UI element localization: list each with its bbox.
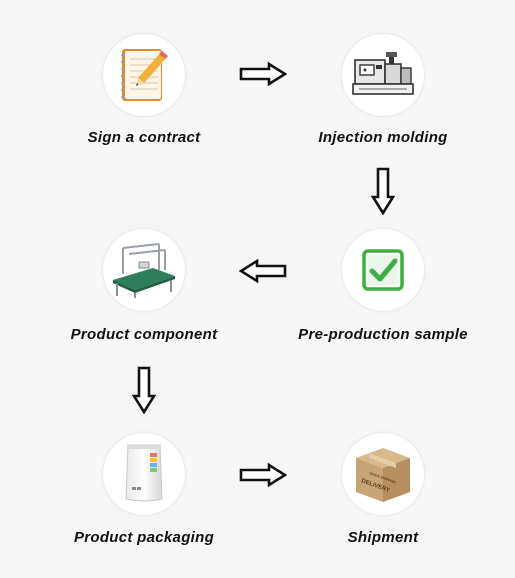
step-label-pre-production-sample: Pre-production sample	[298, 326, 468, 343]
step-sign-contract	[103, 34, 185, 116]
step-product-component	[103, 229, 185, 311]
arrow-right-icon	[239, 62, 287, 86]
injection-machine-icon	[352, 52, 414, 95]
step-label-product-component: Product component	[70, 326, 218, 343]
step-label-sign-contract: Sign a contract	[87, 129, 201, 146]
step-injection-molding	[342, 34, 424, 116]
arrow-down-icon	[132, 366, 156, 414]
conveyor-workbench-icon	[113, 243, 175, 298]
arrow-left-icon	[239, 259, 287, 283]
delivery-box-icon: QUICK SHIPPING DELIVERY	[356, 448, 410, 502]
pouch-package-icon	[125, 444, 163, 502]
step-pre-production-sample	[342, 229, 424, 311]
step-shipment: QUICK SHIPPING DELIVERY	[342, 433, 424, 515]
step-label-shipment: Shipment	[347, 529, 419, 546]
notepad-pencil-icon	[121, 49, 168, 101]
step-product-packaging	[103, 433, 185, 515]
step-label-injection-molding: Injection molding	[318, 129, 448, 146]
step-label-product-packaging: Product packaging	[73, 529, 215, 546]
arrow-down-icon	[371, 167, 395, 215]
checkmark-icon	[362, 249, 404, 291]
arrow-right-icon	[239, 463, 287, 487]
